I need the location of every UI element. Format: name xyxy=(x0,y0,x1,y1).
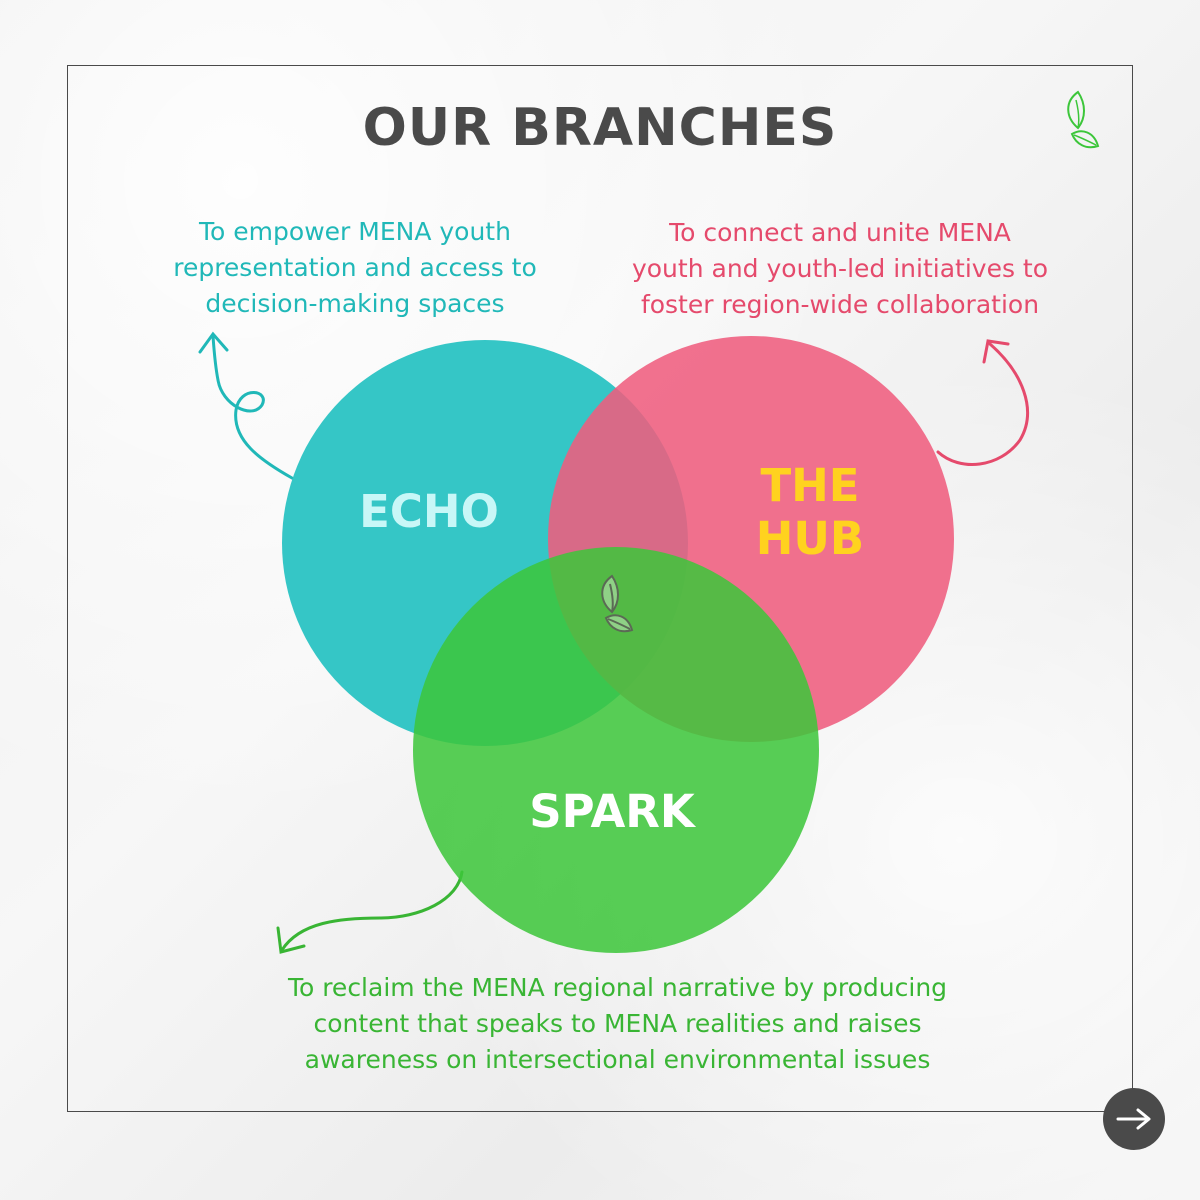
center-leaf-logo-icon xyxy=(601,574,634,633)
hub-label-line-2: HUB xyxy=(756,512,865,565)
page-title: OUR BRANCHES xyxy=(362,98,838,158)
echo-curly-arrow xyxy=(198,331,294,480)
spark-description: To reclaim the MENA regional narrative b… xyxy=(287,973,948,1074)
spark-circle xyxy=(413,547,819,953)
next-slide-button[interactable] xyxy=(1103,1088,1165,1150)
spark-label: SPARK xyxy=(529,785,697,838)
echo-label: ECHO xyxy=(359,485,499,538)
echo-description: To empower MENA youth representation and… xyxy=(173,217,537,318)
hub-label-line-1: THE xyxy=(760,459,859,512)
content-frame xyxy=(67,65,1133,1112)
spark-curly-arrow xyxy=(276,870,464,954)
hub-curly-arrow xyxy=(936,339,1030,466)
arrow-right-icon xyxy=(1116,1108,1151,1130)
leaf-logo-icon xyxy=(1067,90,1100,149)
hub-description: To connect and unite MENA youth and yout… xyxy=(631,218,1049,319)
